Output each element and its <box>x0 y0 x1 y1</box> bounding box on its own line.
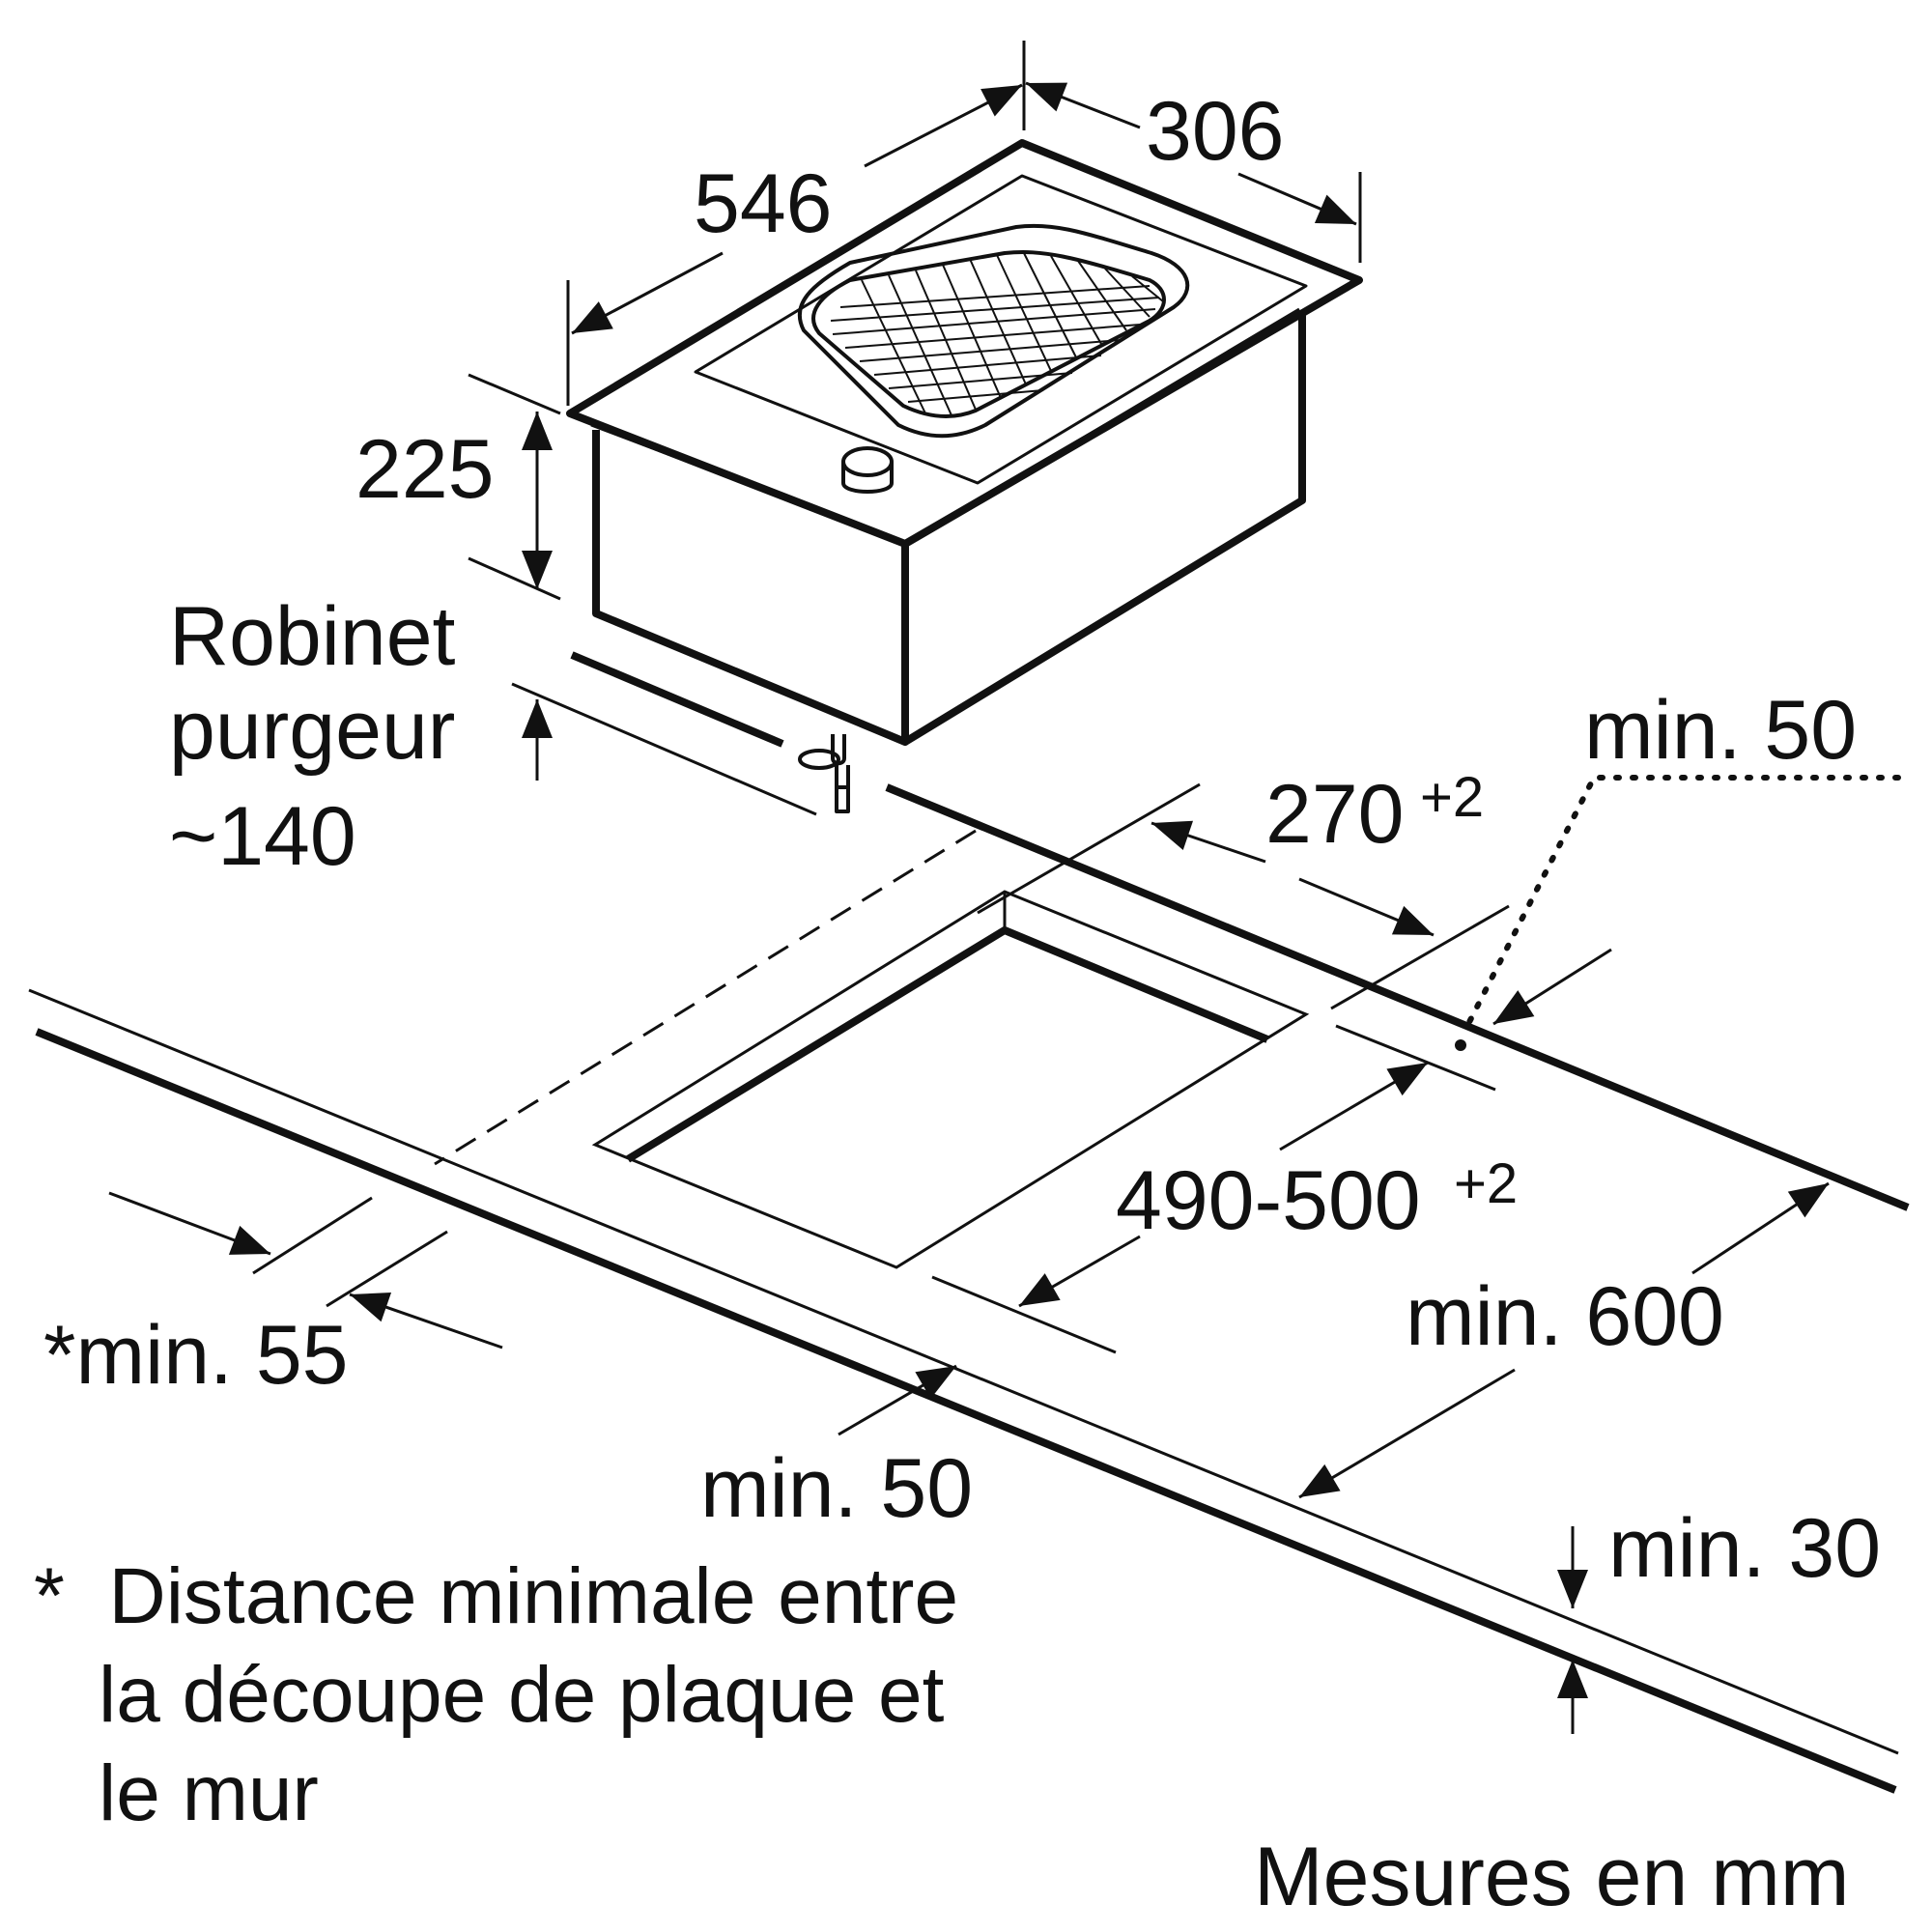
dim-490-label: 490-500 <box>1116 1154 1421 1247</box>
fryer-body-front <box>592 430 909 746</box>
dim-min50-front <box>838 1364 957 1436</box>
drain-tap-icon <box>798 734 850 813</box>
footnote-line2: la découpe de plaque et <box>99 1651 945 1739</box>
dim-min50-right <box>1455 775 1901 1051</box>
dim-min30-label: min. 30 <box>1608 1502 1881 1595</box>
dim-490 <box>931 1024 1496 1354</box>
dim-306 <box>1025 81 1362 263</box>
fryer-body-right <box>902 311 1306 746</box>
footnote-line1: * Distance minimale entre <box>34 1552 958 1640</box>
tap-label-line2: purgeur <box>169 684 455 777</box>
basket-mesh <box>811 250 1166 418</box>
dim-225 <box>468 373 561 601</box>
footnote-line3: le mur <box>99 1749 319 1837</box>
dim-225-label: 225 <box>355 423 495 516</box>
fryer-recess <box>694 174 1308 485</box>
dim-270 <box>977 782 1510 1010</box>
control-knob-icon <box>841 446 894 494</box>
dim-min55-label: *min. 55 <box>43 1309 349 1402</box>
tap-label-value: ~140 <box>169 790 356 883</box>
dim-tap <box>511 651 817 816</box>
dim-min600-label: min. 600 <box>1406 1270 1724 1363</box>
dim-306-label: 306 <box>1146 85 1285 178</box>
dim-min50-front-label: min. 50 <box>700 1442 973 1535</box>
dim-min50-right-label: min. 50 <box>1584 684 1857 777</box>
dim-490-tolerance: +2 <box>1454 1152 1518 1215</box>
units-note: Mesures en mm <box>1254 1831 1850 1923</box>
dim-270-label: 270 <box>1265 768 1405 861</box>
tap-label-line1: Robinet <box>169 590 456 683</box>
dim-270-tolerance: +2 <box>1420 766 1484 829</box>
dim-min55 <box>108 1191 503 1350</box>
dim-min600 <box>1298 1181 1830 1499</box>
dim-546-label: 546 <box>694 157 833 250</box>
dim-546 <box>566 41 1026 406</box>
fryer-basin <box>797 223 1190 439</box>
fryer-appliance <box>566 139 1363 813</box>
fryer-front-edge <box>590 307 1300 546</box>
